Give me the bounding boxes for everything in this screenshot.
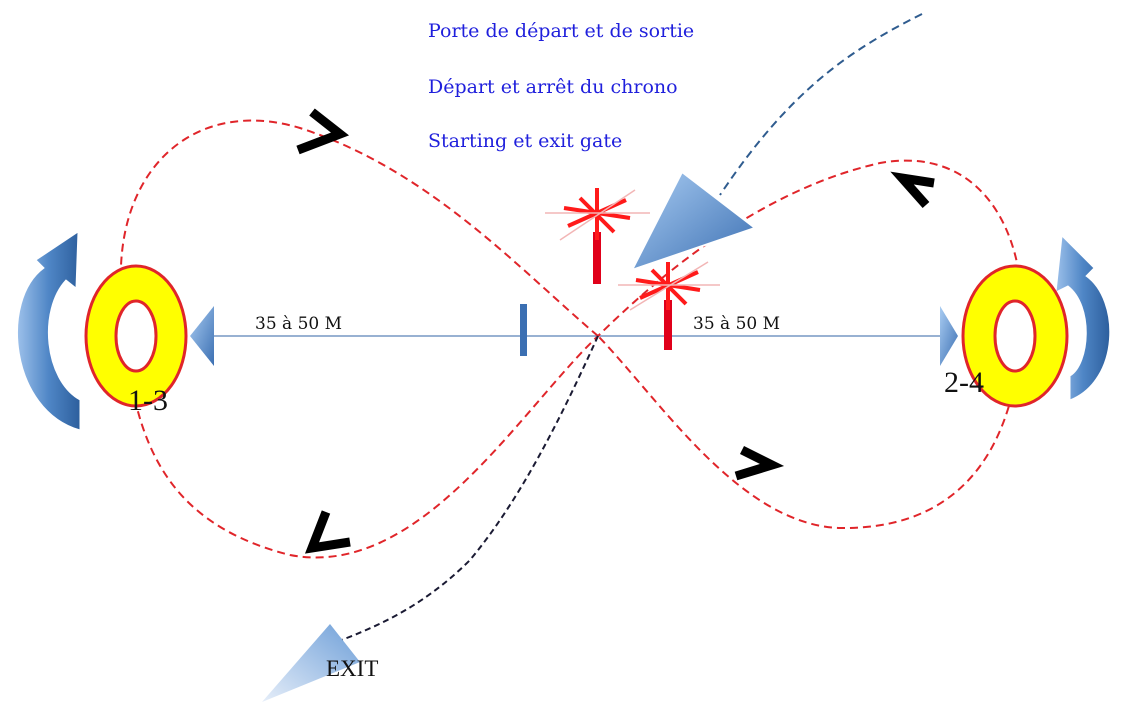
direction-chevron-bottom-right [734,445,785,481]
direction-chevron-top-left [296,108,350,155]
legend-start-exit-gate-en: Starting et exit gate [428,130,623,152]
start-gate-left [545,188,650,284]
direction-chevron-top-right [890,171,935,208]
start-gate-right [618,261,720,350]
cone-right-label: 2-4 [944,366,984,399]
direction-chevron-bottom-left [304,510,351,554]
distance-left-label: 35 à 50 M [255,314,343,334]
exit-arrow [262,624,360,702]
cone-left-label: 1-3 [128,384,168,417]
exit-path [319,335,599,649]
exit-label: EXIT [326,656,379,681]
figure-eight-path [119,119,1024,559]
entry-path [719,13,923,196]
cone-right [961,264,1069,408]
measure-arrowhead-left [190,306,214,366]
entry-arrow [629,170,758,272]
cone-left [84,264,188,408]
turn-arrow-right-icon [1055,234,1111,401]
legend-timer: Départ et arrêt du chrono [428,76,678,98]
legend-start-exit-gate-fr: Porte de départ et de sortie [428,20,695,42]
measure-arrowhead-right [940,306,958,366]
center-marker [520,304,527,356]
distance-right-label: 35 à 50 M [693,314,781,334]
turn-arrow-left-icon [17,231,81,431]
